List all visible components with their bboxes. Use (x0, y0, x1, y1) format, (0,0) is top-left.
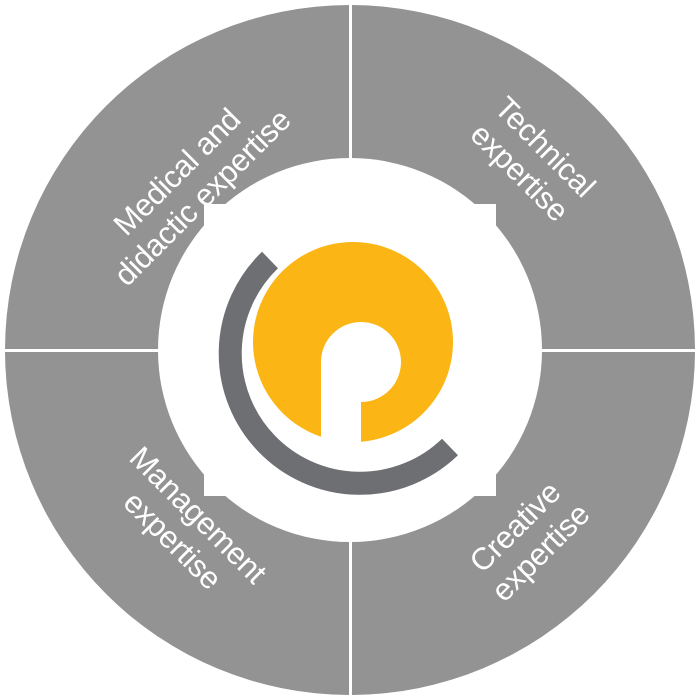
logo-cutout (321, 322, 401, 448)
notch-top-right (474, 204, 496, 226)
notch-top-left (204, 204, 226, 226)
logo-grey-arc (218, 251, 458, 495)
notch-bottom-left (204, 474, 226, 496)
notch-bottom-right (474, 474, 496, 496)
logo-mark (218, 242, 458, 495)
